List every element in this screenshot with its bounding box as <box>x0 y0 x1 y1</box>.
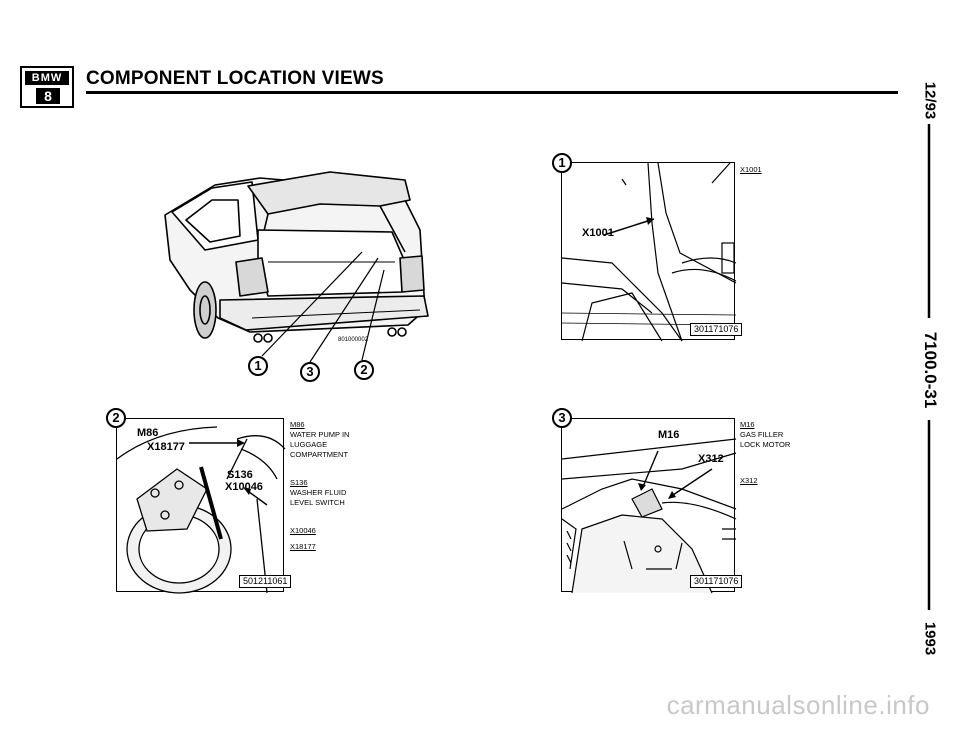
legend-m86-code: M86 <box>290 420 305 429</box>
view3-label-x312: X312 <box>698 453 724 465</box>
view1-label-x1001: X1001 <box>582 227 614 239</box>
logo-text: BMW <box>25 71 69 85</box>
view1-legend-x1001: X1001 <box>740 165 762 174</box>
view1-illustration <box>561 162 737 342</box>
callout-1: 1 <box>248 356 268 376</box>
detail-view-3: M16 X312 301171076 <box>561 418 743 594</box>
legend-s136-code: S136 <box>290 478 308 487</box>
legend-x10046: X10046 <box>290 526 316 535</box>
view2-label-x10046: X10046 <box>225 481 263 493</box>
detail-view-2: M86 X18177 S136 X10046 501211061 <box>116 418 292 594</box>
bmw-8-series-logo: BMW 8 <box>20 66 74 108</box>
view3-illustration <box>561 438 737 594</box>
view3-number: 3 <box>552 408 572 428</box>
view2-label-m86: M86 <box>137 427 159 439</box>
view2-legend: M86 WATER PUMP IN LUGGAGE COMPARTMENT S1… <box>290 420 349 552</box>
legend-m16-desc-1: GAS FILLER <box>740 430 784 439</box>
legend-s136-desc-2: LEVEL SWITCH <box>290 498 345 507</box>
legend-m86-desc-3: COMPARTMENT <box>290 450 349 459</box>
watermark: carmanualsonline.info <box>666 690 930 720</box>
detail-view-1: X1001 301171076 <box>561 162 743 342</box>
legend-m86-desc-2: LUGGAGE <box>290 440 328 449</box>
logo-series: 8 <box>36 88 60 104</box>
legend-m86-desc-1: WATER PUMP IN <box>290 430 350 439</box>
title-rule <box>86 91 898 94</box>
legend-x18177: X18177 <box>290 542 316 551</box>
view1-ref-code: 301171076 <box>690 323 743 336</box>
view2-label-x18177: X18177 <box>147 441 185 453</box>
legend-x312: X312 <box>740 476 758 485</box>
view3-legend: M16 GAS FILLER LOCK MOTOR X312 <box>740 420 790 486</box>
callout-3: 3 <box>300 362 320 382</box>
callout-2: 2 <box>354 360 374 380</box>
view2-ref-code: 501211061 <box>239 575 292 588</box>
view2-label-s136: S136 <box>227 469 253 481</box>
view1-number: 1 <box>552 153 572 173</box>
car-ref-code: 801000002 <box>338 337 369 343</box>
page-title: COMPONENT LOCATION VIEWS <box>86 68 384 89</box>
legend-m16-code: M16 <box>740 420 755 429</box>
legend-s136-desc-1: WASHER FLUID <box>290 488 347 497</box>
view2-illustration <box>116 426 286 594</box>
view3-label-m16: M16 <box>658 429 680 441</box>
view3-ref-code: 301171076 <box>690 575 743 588</box>
legend-m16-desc-2: LOCK MOTOR <box>740 440 791 449</box>
view2-number: 2 <box>106 408 126 428</box>
